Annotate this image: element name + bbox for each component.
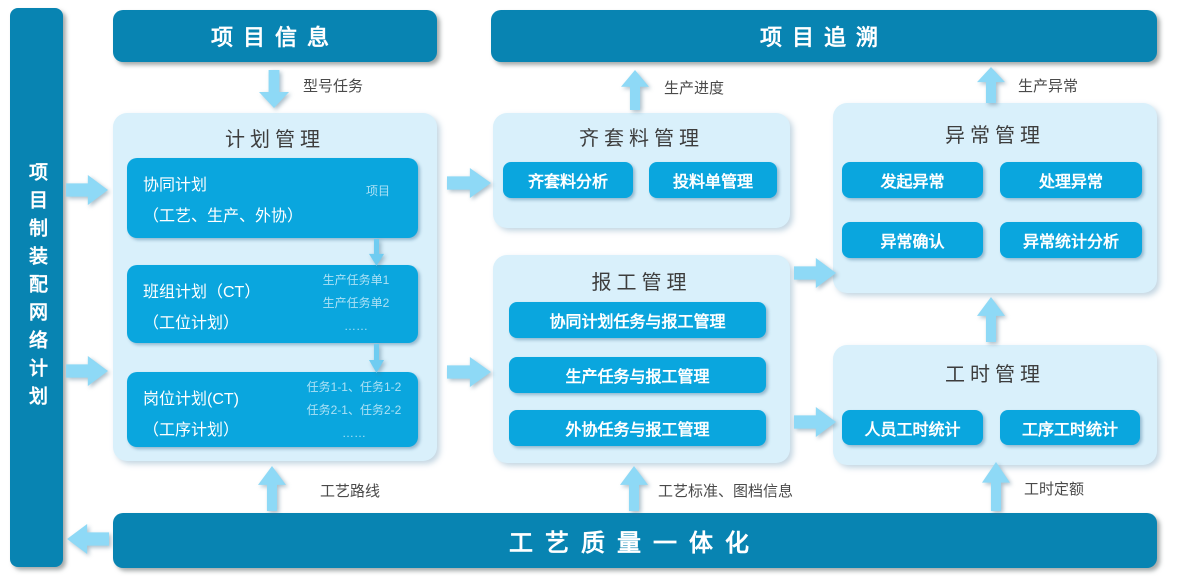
panel-material-management: 齐套料管理 齐套料分析 投料单管理 bbox=[493, 113, 790, 228]
arrow-up-icon bbox=[977, 67, 1005, 103]
process-hours-button[interactable]: 工序工时统计 bbox=[1000, 410, 1140, 445]
abnormal-statistics-button[interactable]: 异常统计分析 bbox=[1000, 222, 1142, 258]
material-analysis-button[interactable]: 齐套料分析 bbox=[503, 162, 633, 198]
plan-box-post-plan[interactable]: 岗位计划(CT) （工序计划） 任务1-1、任务1-2 任务2-1、任务2-2 … bbox=[127, 372, 418, 447]
arrow-up-icon bbox=[258, 466, 286, 511]
plan-box-line1: 岗位计划(CT) bbox=[143, 391, 239, 408]
plan-box-line1: 协同计划 bbox=[143, 177, 208, 194]
arrow-up-icon bbox=[620, 466, 648, 511]
plan-box-line2: （工艺、生产、外协） bbox=[143, 208, 304, 225]
arrow-label-process-standard: 工艺标准、图档信息 bbox=[658, 483, 794, 500]
panel-abnormal-management: 异常管理 发起异常 处理异常 异常确认 异常统计分析 bbox=[833, 103, 1157, 293]
arrow-label-process-route: 工艺路线 bbox=[320, 483, 381, 500]
panel-plan-management: 计划管理 协同计划 （工艺、生产、外协） 项目 班组计划（CT） （工位计划） … bbox=[113, 113, 437, 461]
sidebar-project-assembly-network-plan[interactable]: 项目制装配网络计划 bbox=[10, 8, 63, 567]
header-project-info-label: 项目信息 bbox=[210, 25, 339, 50]
raise-abnormal-button[interactable]: 发起异常 bbox=[842, 162, 983, 198]
arrow-right-icon bbox=[66, 356, 108, 386]
plan-box-side-notes: 任务1-1、任务1-2 任务2-1、任务2-2 …… bbox=[306, 380, 402, 440]
panel-work-report-management: 报工管理 协同计划任务与报工管理 生产任务与报工管理 外协任务与报工管理 bbox=[493, 255, 790, 463]
arrow-down-icon bbox=[259, 70, 289, 108]
plan-box-line1: 班组计划（CT） bbox=[143, 284, 261, 301]
arrow-up-icon bbox=[621, 70, 649, 110]
arrow-right-icon bbox=[447, 168, 491, 198]
header-project-trace-label: 项目追溯 bbox=[759, 25, 888, 50]
header-project-trace[interactable]: 项目追溯 bbox=[491, 10, 1157, 62]
bottom-bar-label: 工艺质量一体化 bbox=[509, 530, 761, 557]
collab-plan-task-report-button[interactable]: 协同计划任务与报工管理 bbox=[509, 302, 766, 338]
arrow-label-production-abnormal: 生产异常 bbox=[1018, 78, 1079, 95]
arrow-down-icon bbox=[369, 344, 384, 373]
panel-abnormal-title: 异常管理 bbox=[945, 125, 1045, 147]
arrow-right-icon bbox=[447, 357, 491, 387]
feed-order-management-button[interactable]: 投料单管理 bbox=[649, 162, 777, 198]
sidebar-title: 项目制装配网络计划 bbox=[26, 161, 47, 414]
panel-report-title: 报工管理 bbox=[591, 272, 692, 294]
arrow-left-icon bbox=[67, 524, 109, 554]
production-task-report-button[interactable]: 生产任务与报工管理 bbox=[509, 357, 766, 393]
arrow-up-icon bbox=[977, 297, 1005, 342]
bottom-bar-process-quality-integration[interactable]: 工艺质量一体化 bbox=[113, 513, 1157, 568]
plan-box-line2: （工序计划） bbox=[143, 422, 240, 439]
panel-workhour-title: 工时管理 bbox=[945, 364, 1045, 386]
arrow-right-icon bbox=[794, 258, 836, 288]
panel-material-title: 齐套料管理 bbox=[579, 128, 704, 150]
arrow-label-work-hour-quota: 工时定额 bbox=[1024, 481, 1085, 498]
plan-box-collaborative-plan[interactable]: 协同计划 （工艺、生产、外协） 项目 bbox=[127, 158, 418, 238]
personnel-hours-button[interactable]: 人员工时统计 bbox=[842, 410, 983, 445]
panel-plan-title: 计划管理 bbox=[225, 129, 325, 151]
arrow-down-icon bbox=[369, 239, 384, 266]
confirm-abnormal-button[interactable]: 异常确认 bbox=[842, 222, 983, 258]
plan-box-side-notes: 项目 bbox=[365, 184, 390, 198]
handle-abnormal-button[interactable]: 处理异常 bbox=[1000, 162, 1142, 198]
arrow-right-icon bbox=[66, 175, 108, 205]
arrow-label-production-progress: 生产进度 bbox=[664, 80, 725, 97]
panel-work-hour-management: 工时管理 人员工时统计 工序工时统计 bbox=[833, 345, 1157, 465]
plan-box-team-plan[interactable]: 班组计划（CT） （工位计划） 生产任务单1 生产任务单2 …… bbox=[127, 265, 418, 343]
plan-box-line2: （工位计划） bbox=[143, 315, 240, 332]
arrow-right-icon bbox=[794, 407, 836, 437]
plan-box-side-notes: 生产任务单1 生产任务单2 …… bbox=[322, 273, 390, 333]
outsource-task-report-button[interactable]: 外协任务与报工管理 bbox=[509, 410, 766, 446]
header-project-info[interactable]: 项目信息 bbox=[113, 10, 437, 62]
arrow-label-model-task: 型号任务 bbox=[303, 78, 364, 95]
arrow-up-icon bbox=[982, 462, 1010, 511]
